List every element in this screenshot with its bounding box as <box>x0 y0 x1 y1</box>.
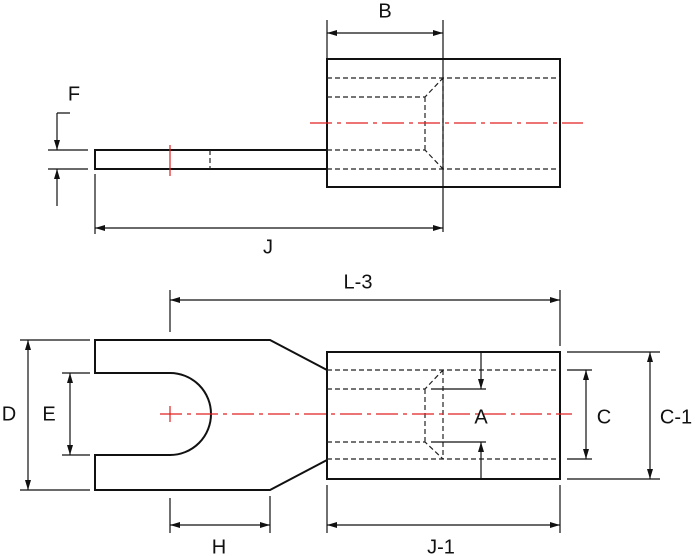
label-L3: L-3 <box>344 271 373 293</box>
label-E: E <box>42 403 55 425</box>
barrel-top <box>326 351 561 480</box>
dimension-J: J <box>94 174 443 258</box>
dimension-H: H <box>169 496 271 556</box>
dimension-B: B <box>326 0 444 232</box>
tongue-side <box>94 149 328 170</box>
dimension-D: D <box>2 339 90 491</box>
label-F: F <box>68 83 80 105</box>
dimension-A: A <box>431 352 488 479</box>
label-B: B <box>378 0 391 22</box>
dimension-F: F <box>48 83 88 206</box>
dimension-L3: L-3 <box>169 271 561 346</box>
top-view: L-3 D E A C C-1 <box>2 271 692 556</box>
barrel-hidden-lines-top <box>327 369 560 460</box>
label-J1: J-1 <box>427 536 455 556</box>
label-J: J <box>263 236 273 258</box>
spade-fork <box>94 339 328 491</box>
dimension-C: C <box>567 369 611 460</box>
side-view: B F J <box>48 0 583 258</box>
label-C1: C-1 <box>660 406 692 428</box>
dimension-J1: J-1 <box>326 485 561 556</box>
label-A: A <box>474 406 488 428</box>
dimension-E: E <box>42 372 90 456</box>
label-H: H <box>212 536 226 556</box>
dimension-C1: C-1 <box>567 351 692 480</box>
label-D: D <box>2 403 16 425</box>
label-C: C <box>597 406 611 428</box>
